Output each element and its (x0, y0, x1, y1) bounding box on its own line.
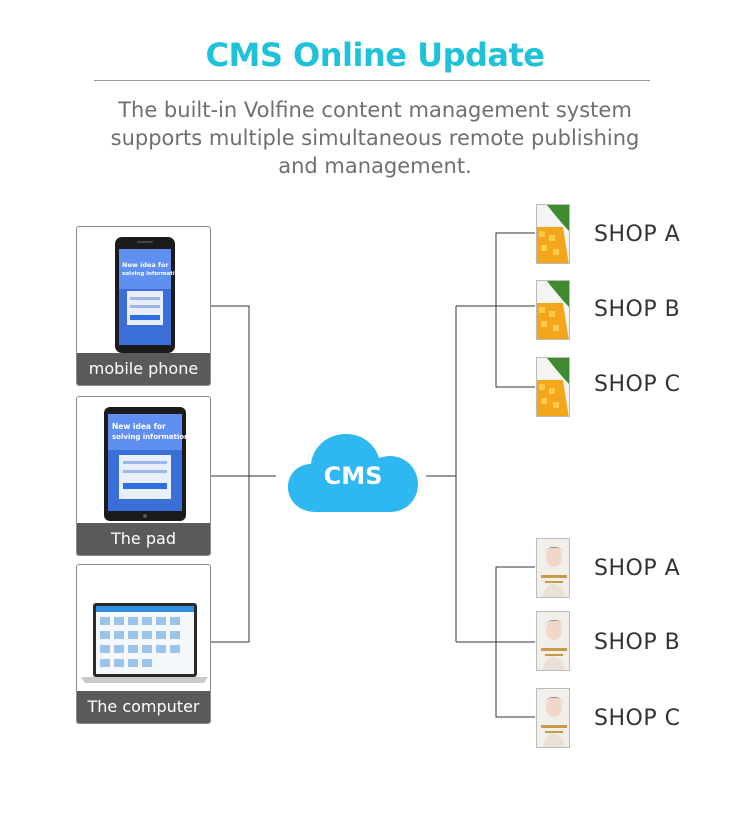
shop-label: SHOP C (594, 706, 681, 731)
shop-label: SHOP A (594, 222, 681, 247)
pad-screen-line2: solving information (112, 433, 189, 441)
description: The built-in Volfine content management … (0, 96, 750, 180)
device-card-computer: The computer (76, 564, 211, 724)
smartphone-icon: New idea for solving information (77, 227, 210, 353)
left-bracket-line (211, 305, 250, 643)
shop-label: SHOP B (594, 297, 681, 322)
cms-label: CMS (323, 462, 383, 490)
shop-thumb-portrait (536, 688, 570, 748)
shop-thumb-portrait (536, 538, 570, 598)
cms-hub: CMS (286, 432, 420, 514)
description-line-3: and management. (278, 154, 472, 178)
shop-thumb-mango (536, 280, 570, 340)
description-line-2: supports multiple simultaneous remote pu… (110, 126, 640, 150)
device-label-pad: The pad (77, 523, 210, 555)
shop-label: SHOP B (594, 630, 681, 655)
title-divider (94, 80, 650, 81)
laptop-icon (77, 565, 210, 691)
group1-bracket (495, 232, 535, 388)
device-label-computer: The computer (77, 691, 210, 723)
shop-thumb-mango (536, 357, 570, 417)
description-line-1: The built-in Volfine content management … (118, 98, 632, 122)
phone-screen-line2: solving information (122, 271, 183, 277)
cloud-icon (288, 434, 418, 512)
shop-thumb-mango (536, 204, 570, 264)
shop-thumb-portrait (536, 611, 570, 671)
shop-label: SHOP C (594, 372, 681, 397)
device-card-pad: New idea for solving information The pad (76, 396, 211, 556)
tablet-icon: New idea for solving information (77, 397, 210, 523)
shop-label: SHOP A (594, 556, 681, 581)
device-label-phone: mobile phone (77, 353, 210, 385)
phone-screen-line1: New idea for (122, 261, 169, 269)
page-title: CMS Online Update (205, 36, 545, 74)
device-card-phone: New idea for solving information mobile … (76, 226, 211, 386)
pad-screen-line1: New idea for (112, 422, 166, 431)
